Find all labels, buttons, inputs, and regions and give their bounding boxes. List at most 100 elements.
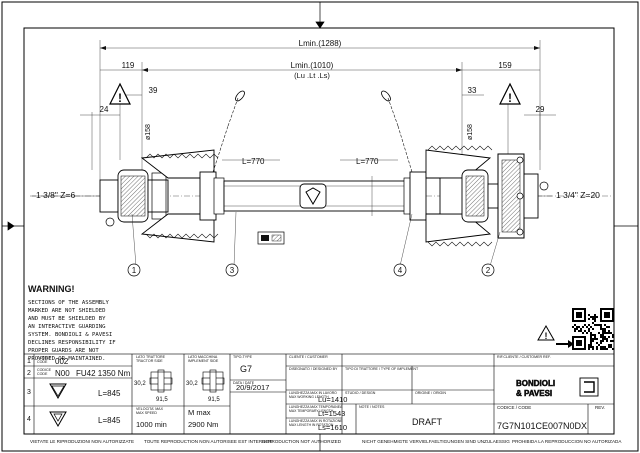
svg-text:1: 1	[132, 266, 137, 275]
svg-text:N00: N00	[55, 369, 70, 378]
svg-text:G7: G7	[240, 364, 252, 374]
svg-text:4: 4	[27, 416, 31, 423]
svg-text:PROHIBIDA LA REPRODUCCION NO A: PROHIBIDA LA REPRODUCCION NO AUTORIZADA	[512, 439, 622, 444]
svg-text:91,5: 91,5	[156, 397, 168, 403]
svg-text:L=845: L=845	[98, 389, 121, 398]
svg-text:DRAFT: DRAFT	[412, 417, 442, 427]
title-block-text: 1 CODICE CODE 002 2 CODICE CODE N00 FU42…	[27, 355, 605, 432]
svg-text:1: 1	[27, 358, 31, 365]
warning-block: WARNING! SECTIONS OF THE ASSEMBLY MARKED…	[28, 284, 116, 362]
left-end-dim: 119	[122, 61, 135, 70]
svg-text:VELOCITA' MAX: VELOCITA' MAX	[136, 407, 164, 411]
arrow-right-icon	[556, 340, 574, 348]
left-guard-dim: 39	[149, 86, 158, 95]
callout-3: 3	[225, 263, 239, 277]
svg-text:MAX LENGTH IN ROTATION: MAX LENGTH IN ROTATION	[289, 423, 334, 427]
svg-text:2: 2	[486, 266, 491, 275]
overall-length-label: Lmin.(1288)	[299, 39, 342, 48]
left-safety-chain	[212, 90, 245, 173]
right-safety-chain	[381, 90, 413, 173]
warning-line: SECTIONS OF THE ASSEMBLY	[28, 300, 109, 306]
right-end-dim: 159	[498, 61, 512, 70]
warning-triangle-icon: !	[499, 82, 521, 105]
right-implement-yoke	[439, 169, 499, 223]
warning-line: AND MUST BE SHIELDED BY	[28, 316, 106, 322]
svg-text:4: 4	[398, 266, 403, 275]
svg-text:002: 002	[55, 357, 69, 366]
svg-text:LUNGHEZZA MAX IN ROTAZIONE: LUNGHEZZA MAX IN ROTAZIONE	[289, 419, 343, 423]
right-spline-label: 1 3/4" Z=20	[556, 190, 600, 200]
svg-text:DATA / DATE: DATA / DATE	[233, 381, 255, 385]
svg-text:FU42 1350 Nm: FU42 1350 Nm	[76, 369, 131, 378]
qr-code	[572, 308, 614, 350]
svg-text:LATO MACCHINA: LATO MACCHINA	[188, 355, 218, 359]
tube-profile-icon	[49, 383, 67, 428]
title-block	[23, 353, 615, 435]
left-guard-bellows	[140, 149, 225, 243]
svg-text:20/9/2017: 20/9/2017	[236, 383, 269, 392]
callout-2: 2	[481, 263, 495, 277]
svg-text:M max: M max	[188, 408, 211, 417]
warning-line: MARKED ARE NOT SHIELDED	[28, 308, 106, 314]
svg-text:TIPO-TYPE: TIPO-TYPE	[233, 355, 253, 359]
callout-leaders	[131, 211, 501, 267]
svg-text:!: !	[118, 91, 122, 105]
right-flange-dim: 29	[536, 105, 545, 114]
svg-text:DISEGNATO / DESIGNED BY: DISEGNATO / DESIGNED BY	[289, 367, 338, 371]
svg-text:!: !	[508, 91, 512, 105]
svg-text:RIF.CLIENTE / CUSTOMER REF.: RIF.CLIENTE / CUSTOMER REF.	[497, 355, 551, 359]
warning-line: PROVIDED OR MAINTAINED.	[28, 356, 105, 362]
svg-text:REPRODUCTION NOT AUTHORIZED: REPRODUCTION NOT AUTHORIZED	[262, 439, 342, 444]
svg-text:IMPLEMENT SIDE: IMPLEMENT SIDE	[188, 359, 219, 363]
svg-text:1000 min: 1000 min	[136, 420, 167, 429]
svg-text:Lu=1410: Lu=1410	[318, 395, 347, 404]
guard-logo-icon	[299, 183, 327, 209]
svg-text:NICHT GENEHMIGTE VERVIELFAELTI: NICHT GENEHMIGTE VERVIELFAELTIGUNGEN SIN…	[362, 439, 510, 444]
outer-tube-length: L=770	[242, 157, 265, 166]
svg-text:ORIGINE / ORIGIN: ORIGINE / ORIGIN	[415, 391, 446, 395]
svg-text:LUNGHEZZA MAX TEMPORANEA: LUNGHEZZA MAX TEMPORANEA	[289, 405, 343, 409]
cross-joint-icon	[149, 369, 173, 393]
svg-text:3: 3	[230, 266, 235, 275]
svg-text:MAX WORKING LENGTH: MAX WORKING LENGTH	[289, 395, 329, 399]
svg-text:CODICE: CODICE	[37, 356, 52, 360]
svg-text:Ls=1610: Ls=1610	[318, 423, 347, 432]
svg-text:2900 Nm: 2900 Nm	[188, 420, 218, 429]
svg-text:2: 2	[27, 370, 31, 377]
svg-text:91,5: 91,5	[208, 397, 220, 403]
between-yokes-label: Lmin.(1010)	[291, 61, 334, 70]
left-spline-label: 1 3/8" Z=6	[36, 190, 75, 200]
warning-line: AN INTERACTIVE GUARDING	[28, 324, 106, 330]
left-flange-dim: 24	[100, 105, 109, 114]
svg-text:3: 3	[27, 389, 31, 396]
svg-text:CODICE: CODICE	[37, 368, 52, 372]
inner-tube-length: L=770	[356, 157, 379, 166]
overall-dimension: Lmin.(1288)	[100, 39, 540, 50]
torque-limiter-clutch	[497, 153, 552, 239]
svg-text:CODE: CODE	[37, 360, 48, 364]
warning-title: WARNING!	[28, 284, 75, 294]
warning-line: SYSTEM. BONDIOLI & PAVESI	[28, 332, 112, 338]
small-dimensions: 39 33 24 29 ø158 ø158	[80, 86, 556, 140]
svg-text:30,2: 30,2	[134, 381, 146, 387]
svg-text:REV.: REV.	[595, 405, 605, 410]
between-yokes-sub-label: (Lu .Lt .Ls)	[294, 71, 330, 80]
extension-lines	[91, 40, 541, 180]
svg-text:VIETATE LE RIPRODUZIONI NON AU: VIETATE LE RIPRODUZIONI NON AUTORIZZATE	[30, 439, 134, 444]
footer-notices: VIETATE LE RIPRODUZIONI NON AUTORIZZATE …	[30, 439, 622, 444]
svg-text:!: !	[545, 331, 548, 341]
warning-line: DECLINES RESPONSIBILITY IF	[28, 340, 116, 346]
left-dia-dim: ø158	[145, 124, 152, 140]
svg-text:NOTE / NOTES: NOTE / NOTES	[359, 405, 385, 409]
svg-text:L=845: L=845	[98, 416, 121, 425]
svg-text:7G7N101CE007N0DX: 7G7N101CE007N0DX	[497, 421, 587, 431]
left-tractor-yoke	[99, 169, 169, 227]
warning-triangle-icon: !	[109, 82, 131, 105]
svg-text:LATO TRATTORE: LATO TRATTORE	[136, 355, 166, 359]
bondioli-pavesi-logo: BONDIOLI & PAVESI	[514, 376, 610, 400]
svg-text:Lt=1543: Lt=1543	[318, 409, 345, 418]
yoke-dimension: Lmin.(1010) (Lu .Lt .Ls) 119 159	[100, 61, 540, 80]
svg-text:STUDIO / DESIGN: STUDIO / DESIGN	[345, 391, 376, 395]
